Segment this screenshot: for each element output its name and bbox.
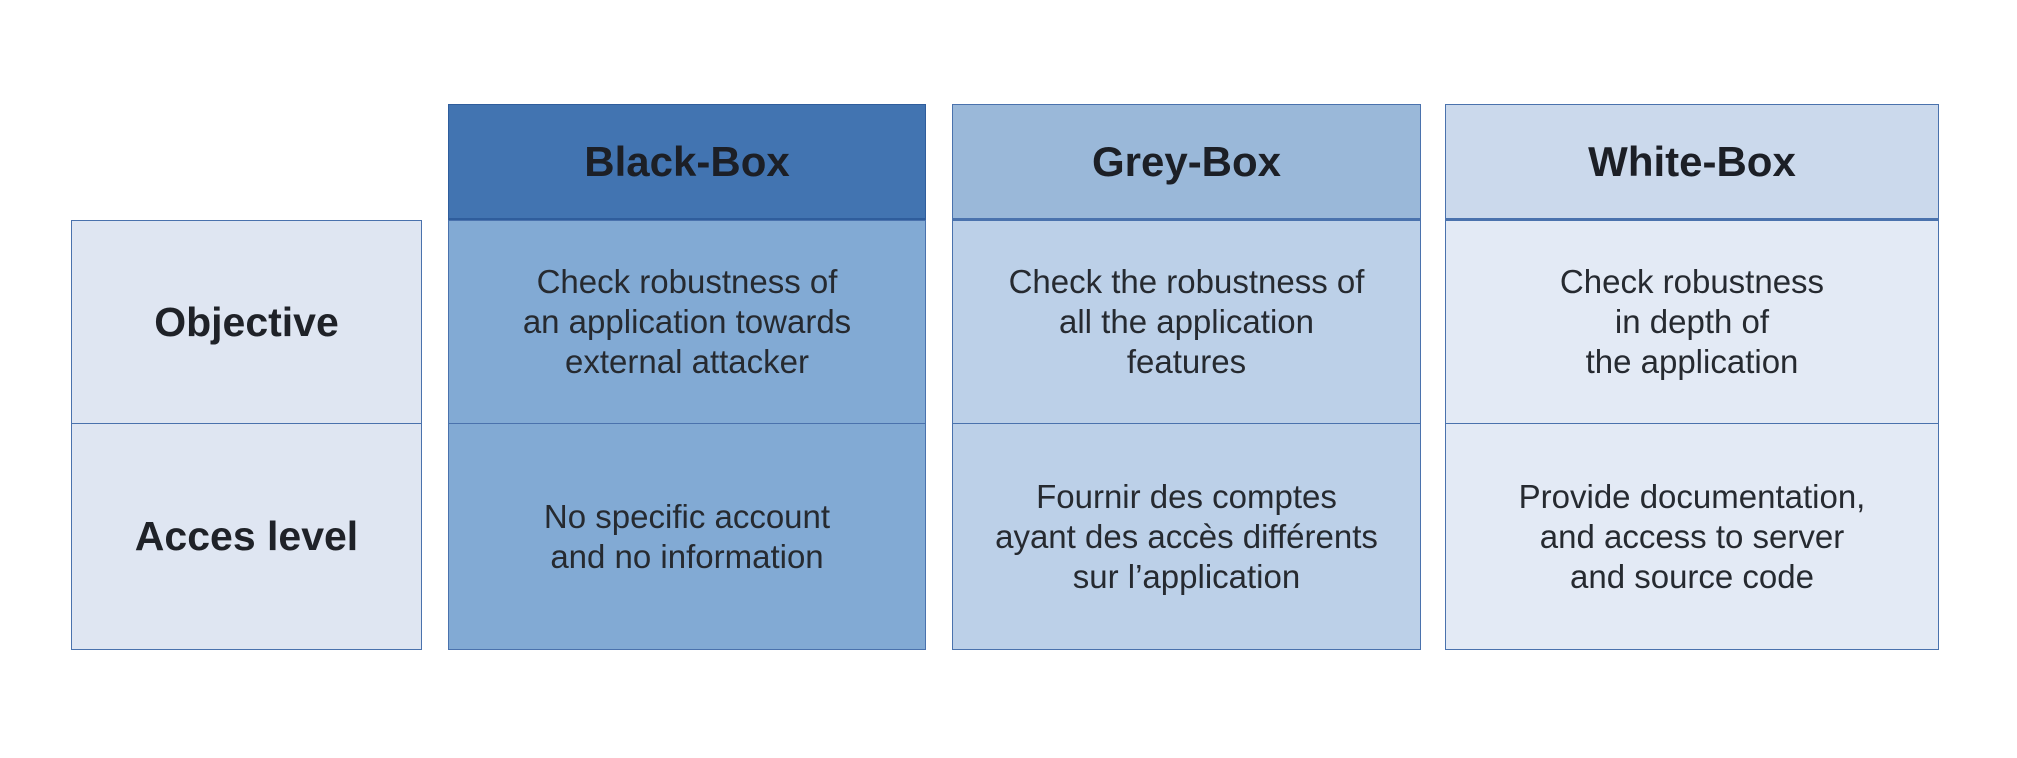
cell-objective-white-box: Check robustness in depth of the applica…: [1445, 220, 1939, 424]
cell-access-grey-box: Fournir des comptes ayant des accès diff…: [952, 423, 1421, 650]
row-label-access-level: Acces level: [71, 423, 422, 650]
cell-access-black-box: No specific account and no information: [448, 423, 926, 650]
cell-objective-black-box: Check robustness of an application towar…: [448, 220, 926, 424]
column-header-white-box: White-Box: [1445, 104, 1939, 222]
row-label-objective: Objective: [71, 220, 422, 424]
column-header-black-box: Black-Box: [448, 104, 926, 222]
cell-objective-grey-box: Check the robustness of all the applicat…: [952, 220, 1421, 424]
column-header-grey-box: Grey-Box: [952, 104, 1421, 222]
cell-access-white-box: Provide documentation, and access to ser…: [1445, 423, 1939, 650]
